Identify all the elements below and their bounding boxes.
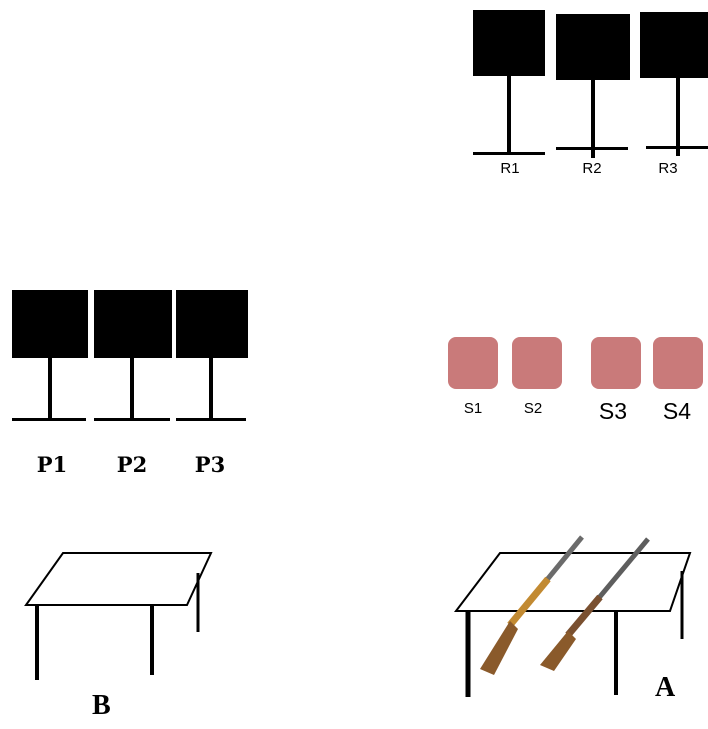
table-top <box>456 553 690 611</box>
target-stem <box>48 358 52 420</box>
table-empty <box>20 545 220 685</box>
target-board <box>94 290 172 358</box>
target-base <box>646 146 708 149</box>
target-p2 <box>94 290 172 430</box>
target-stem <box>209 358 213 420</box>
target-stem <box>676 78 680 156</box>
target-base <box>176 418 246 421</box>
target-r1 <box>473 10 545 150</box>
target-stem <box>130 358 134 420</box>
target-r2 <box>556 14 630 154</box>
target-label-p3: P3 <box>188 452 232 477</box>
target-label-r1: R1 <box>490 160 530 177</box>
station-label-s1: S1 <box>453 400 493 417</box>
target-board <box>556 14 630 80</box>
target-board <box>176 290 248 358</box>
station-s4 <box>653 337 703 389</box>
target-base <box>94 418 170 421</box>
station-s3 <box>591 337 641 389</box>
target-label-r2: R2 <box>572 160 612 177</box>
target-base <box>12 418 86 421</box>
target-board <box>473 10 545 76</box>
target-label-p1: P1 <box>30 452 74 477</box>
table-label-a: A <box>655 672 675 704</box>
station-label-s2: S2 <box>513 400 553 417</box>
station-s2 <box>512 337 562 389</box>
station-label-s3: S3 <box>588 398 638 425</box>
table-label-b: B <box>92 690 111 722</box>
target-p3 <box>176 290 248 430</box>
target-stem <box>507 76 511 154</box>
target-label-r3: R3 <box>648 160 688 177</box>
target-base <box>556 147 628 150</box>
target-board <box>640 12 708 78</box>
table-top <box>26 553 211 605</box>
station-s1 <box>448 337 498 389</box>
target-r3 <box>640 12 708 152</box>
station-label-s4: S4 <box>652 398 702 425</box>
target-p1 <box>12 290 88 430</box>
target-base <box>473 152 545 155</box>
target-board <box>12 290 88 358</box>
target-label-p2: P2 <box>110 452 154 477</box>
